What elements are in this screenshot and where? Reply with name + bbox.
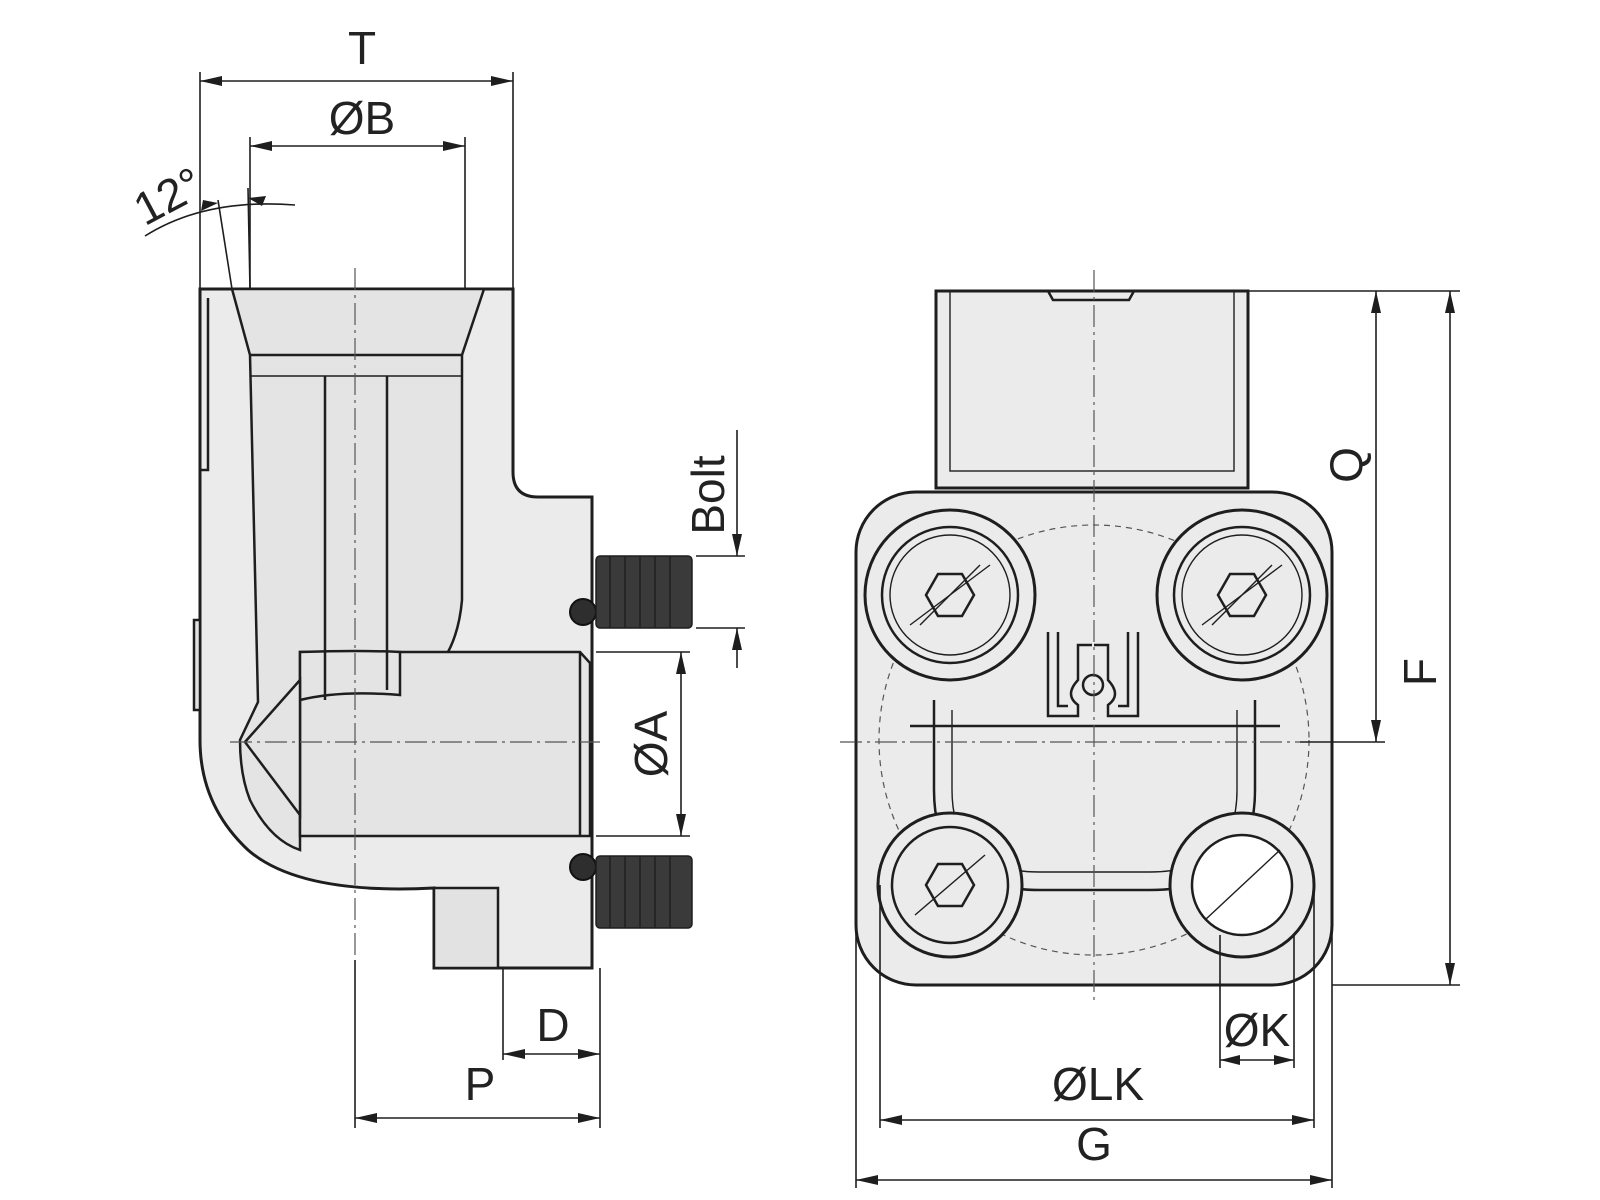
dim-bolt bbox=[696, 430, 745, 668]
dim-B bbox=[249, 137, 466, 289]
label-B: ØB bbox=[329, 92, 395, 144]
dim-G bbox=[855, 600, 1333, 1188]
dim-Q bbox=[1248, 290, 1385, 743]
dim-P bbox=[354, 960, 600, 1128]
flange-foot bbox=[432, 886, 500, 970]
dim-T bbox=[199, 72, 514, 289]
o-ring-lower bbox=[569, 853, 597, 881]
manufacturer-logo bbox=[1046, 632, 1140, 718]
thread-relief bbox=[198, 298, 210, 472]
front-view: Q F ØK ØLK bbox=[840, 270, 1460, 1188]
section-view: T ØB 12° Bolt bbox=[125, 22, 745, 1128]
label-bolt: Bolt bbox=[682, 455, 734, 534]
label-K: ØK bbox=[1224, 1004, 1291, 1056]
label-T: T bbox=[348, 22, 376, 74]
neck-inner-edge bbox=[949, 290, 1235, 472]
boss-bottom-right bbox=[1168, 811, 1316, 959]
hex-socket-head-bl bbox=[924, 862, 976, 908]
dim-D bbox=[502, 968, 601, 1128]
dim-angle bbox=[144, 187, 296, 290]
hex-socket-head-tr bbox=[1216, 572, 1268, 618]
bolt-upper bbox=[595, 555, 693, 629]
label-G: G bbox=[1076, 1118, 1112, 1170]
bore-blend bbox=[298, 649, 402, 702]
label-LK: ØLK bbox=[1052, 1058, 1144, 1110]
boss-top-right bbox=[1155, 508, 1329, 682]
label-Q: Q bbox=[1320, 447, 1372, 483]
dim-LK bbox=[879, 885, 1315, 1128]
upper-neck bbox=[934, 289, 1250, 490]
dim-A bbox=[596, 651, 690, 837]
side-mark bbox=[192, 618, 202, 712]
label-A: ØA bbox=[625, 710, 677, 777]
label-P: P bbox=[465, 1058, 496, 1110]
hex-socket-head-tl bbox=[924, 572, 976, 618]
drill-point bbox=[243, 676, 302, 819]
bolt-lower bbox=[595, 855, 693, 929]
label-angle: 12° bbox=[125, 157, 211, 236]
neck-chamfer bbox=[1046, 290, 1136, 302]
dim-F bbox=[1332, 290, 1460, 986]
o-ring-upper bbox=[569, 598, 597, 626]
boss-bottom-left bbox=[876, 811, 1024, 959]
dim-K bbox=[1219, 935, 1295, 1068]
label-F: F bbox=[1394, 658, 1446, 686]
boss-top-left bbox=[863, 508, 1037, 682]
label-D: D bbox=[536, 999, 569, 1051]
